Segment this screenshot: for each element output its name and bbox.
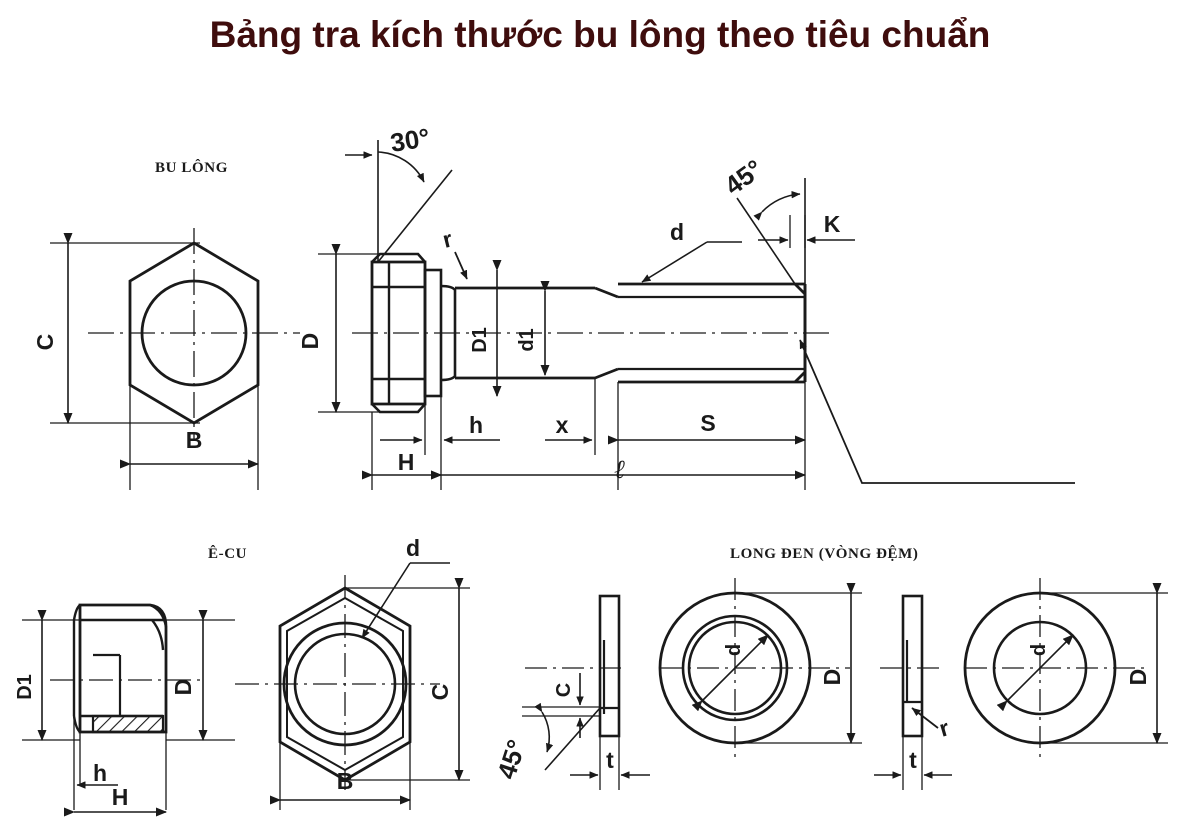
callout-label-d-bolt: d [670,219,684,245]
washer-a-body [598,594,621,738]
washer-b-body [901,594,924,738]
angle-label-45-washer: 45° [491,736,532,783]
section-label-bolt: BU LÔNG [155,159,228,176]
angle-label-30: 30° [388,122,432,158]
washer-b-bore-circle [992,620,1088,716]
dim-label-bolt-h: h [469,412,483,438]
page-title: Bảng tra kích thước bu lông theo tiêu ch… [209,14,991,55]
dim-label-nut-B: B [337,768,354,794]
dim-label-nut-D1: D1 [14,674,36,700]
washer-b-radius-leader [911,707,939,729]
bolt-head-chamfer-top [371,252,426,263]
dim-label-bolt-d1: d1 [516,328,538,351]
bolt-head-chamfer-circle [140,279,248,387]
bolt-end-pointer [799,339,1075,484]
dim-label-washer-a-C: C [553,683,575,697]
angle-45-group [736,178,806,285]
callout-label-r-bolt: r [440,225,455,252]
dim-label-washer-b-d: d [1028,644,1050,656]
dim-label-bolt-C: C [32,334,58,351]
dim-label-bolt-K: K [824,211,841,237]
dim-label-nut-H: H [112,784,129,810]
angle-30-group [345,140,453,263]
radius-leader-group [454,251,468,280]
callout-label-d-nut: d [406,535,420,561]
bolt-front-view [50,228,300,490]
dim-label-bolt-H: H [398,449,415,475]
washer-a-chamfer-circle [681,614,789,722]
section-label-nut: Ê-CU [208,545,247,562]
nut-side-view [22,603,235,817]
dim-line-washer-b-d [996,634,1074,712]
bolt-thread-major [618,282,805,384]
bolt-head-chamfer-bottom [371,403,426,414]
washer-a-front-view [658,578,862,760]
dim-label-washer-a-t: t [606,747,614,773]
bolt-collar [423,268,443,398]
dim-label-nut-D: D [170,679,196,696]
dim-label-bolt-l: ℓ [614,455,625,484]
nut-front-view [235,562,470,810]
dim-label-washer-a-D: D [819,669,845,686]
dim-line-washer-a-d [691,634,769,712]
callout-label-r-washer: r [936,714,952,741]
dim-label-washer-b-D: D [1125,669,1151,686]
bolt-thread-minor [618,295,805,371]
dim-label-bolt-D: D [297,333,323,350]
washer-a-angle-45 [522,702,601,771]
washer-a-bore-circle [687,620,783,716]
nut-body-profile [78,603,168,734]
nut-section-hatch [93,716,163,732]
dim-label-bolt-D1: D1 [469,327,491,353]
nut-d-leader [361,562,450,639]
section-label-washer: LONG ĐEN (VÒNG ĐỆM) [730,545,918,562]
nut-thread-circle [293,632,397,736]
dim-label-nut-C: C [427,684,453,701]
bolt-collar-fillet [440,284,457,382]
dim-label-bolt-S: S [700,410,715,436]
bolt-thread-runout [594,286,619,380]
dim-label-bolt-B: B [186,427,203,453]
d-leader-group [641,241,742,283]
angle-label-45-bolt: 45° [719,153,768,200]
dim-label-bolt-x: x [556,412,569,438]
dim-label-washer-a-d: d [723,644,745,656]
washer-b-front-view [963,578,1168,760]
washer-a-side-view [522,594,650,790]
dim-label-washer-b-t: t [909,747,917,773]
washer-b-side-view [874,594,952,790]
nut-chamfer-circle [282,621,408,747]
bolt-side-view [318,140,1075,490]
dim-label-nut-h: h [93,760,107,786]
